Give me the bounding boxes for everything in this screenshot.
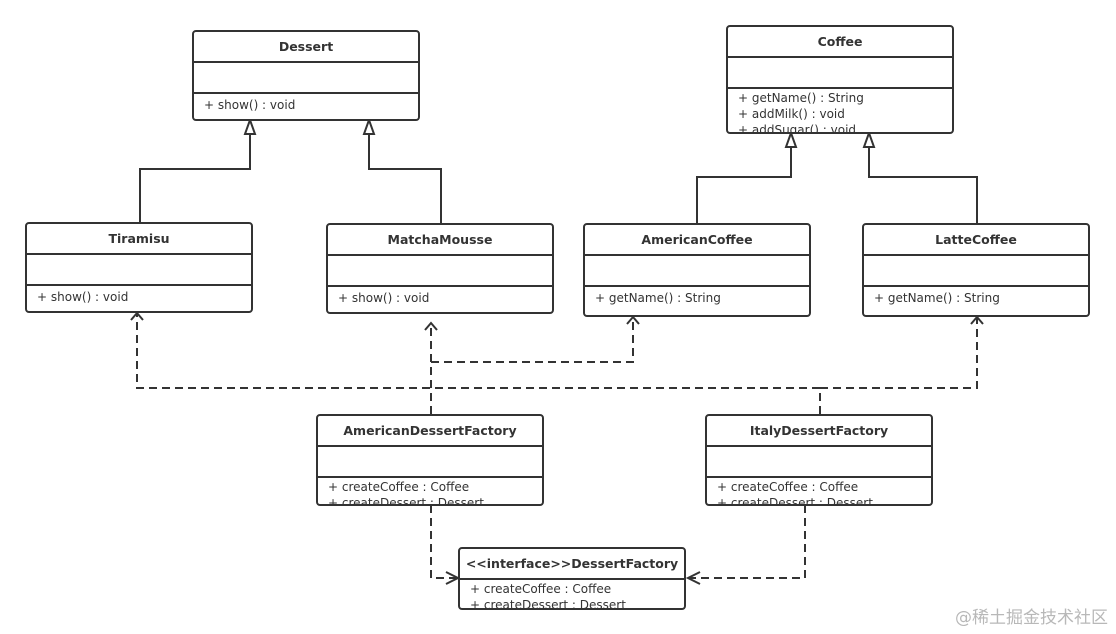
operation: + getName() : String: [595, 291, 721, 305]
class-tiramisu[interactable]: Tiramisu + show() : void: [25, 222, 253, 313]
inherit-latte-coffee: [868, 147, 978, 223]
inherit-arrow-icon: [362, 117, 376, 135]
dep-american-factory-interface: [430, 505, 458, 579]
operation: + createDessert : Dessert: [470, 598, 626, 610]
class-name: MatchaMousse: [328, 225, 552, 256]
inherit-arrow-icon: [243, 117, 257, 135]
interface-name: <<interface>>DessertFactory: [460, 549, 684, 580]
dep-italy-factory-latte: [820, 317, 978, 389]
inherit-arrow-icon: [784, 130, 798, 148]
class-coffee[interactable]: Coffee + getName() : String + addMilk() …: [726, 25, 954, 134]
class-name: AmericanCoffee: [585, 225, 809, 256]
class-italy-dessert-factory[interactable]: ItalyDessertFactory + createCoffee : Cof…: [705, 414, 933, 506]
class-name: AmericanDessertFactory: [318, 416, 542, 447]
attributes-section: [194, 63, 418, 94]
operation: + getName() : String: [874, 291, 1000, 305]
class-name: Coffee: [728, 27, 952, 58]
watermark: @稀土掘金技术社区: [955, 608, 1108, 628]
class-matcha-mousse[interactable]: MatchaMousse + show() : void: [326, 223, 554, 314]
class-american-dessert-factory[interactable]: AmericanDessertFactory + createCoffee : …: [316, 414, 544, 506]
operation: + getName() : String: [738, 91, 864, 105]
attributes-section: [707, 447, 931, 478]
inherit-tiramisu-dessert: [139, 134, 251, 222]
operation: + addSugar() : void: [738, 123, 857, 134]
attributes-section: [27, 255, 251, 286]
operation: + createDessert : Dessert: [328, 496, 484, 506]
attributes-section: [864, 256, 1088, 287]
operation: + show() : void: [37, 290, 129, 304]
operation: + show() : void: [338, 291, 430, 305]
dep-american-factory-american-coffee: [431, 317, 634, 363]
attributes-section: [318, 447, 542, 478]
operation: + createDessert : Dessert: [717, 496, 873, 506]
operation: + createCoffee : Coffee: [470, 582, 612, 596]
class-name: ItalyDessertFactory: [707, 416, 931, 447]
open-arrow-icon: [130, 311, 984, 585]
operation: + addMilk() : void: [738, 107, 845, 121]
inherit-american-coffee: [696, 147, 792, 223]
dep-italy-factory-interface: [688, 505, 806, 579]
class-name: Dessert: [194, 32, 418, 63]
class-name: Tiramisu: [27, 224, 251, 255]
class-name: LatteCoffee: [864, 225, 1088, 256]
class-dessert[interactable]: Dessert + show() : void: [192, 30, 420, 121]
attributes-section: [728, 58, 952, 89]
inherit-matcha-dessert: [368, 134, 442, 223]
operation: + show() : void: [204, 98, 296, 112]
class-latte-coffee[interactable]: LatteCoffee + getName() : String: [862, 223, 1090, 317]
attributes-section: [328, 256, 552, 287]
operation: + createCoffee : Coffee: [717, 480, 859, 494]
dep-italy-factory-tiramisu-latte: [136, 313, 821, 414]
class-american-coffee[interactable]: AmericanCoffee + getName() : String: [583, 223, 811, 317]
inherit-arrow-icon: [862, 130, 876, 148]
operation: + createCoffee : Coffee: [328, 480, 470, 494]
interface-dessert-factory[interactable]: <<interface>>DessertFactory + createCoff…: [458, 547, 686, 610]
attributes-section: [585, 256, 809, 287]
